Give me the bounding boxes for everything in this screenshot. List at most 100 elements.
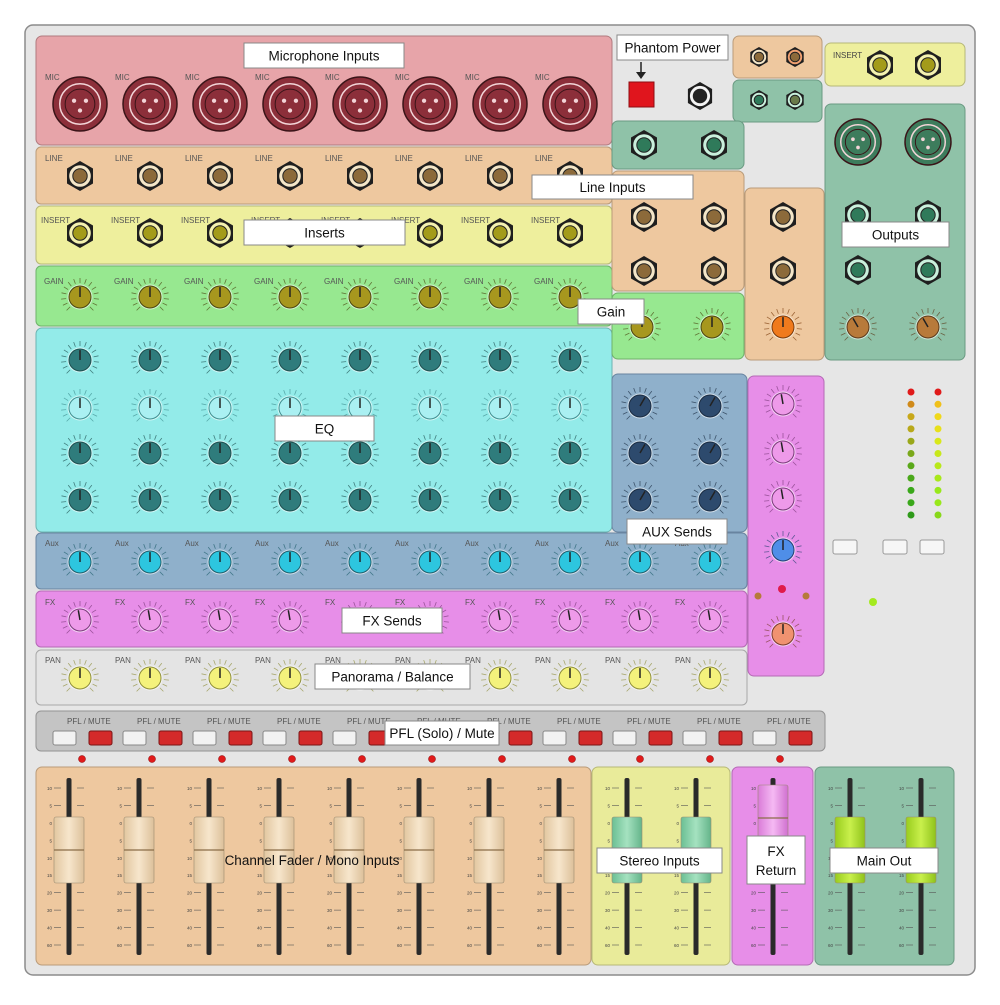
gain-knob-7[interactable] [481, 278, 519, 311]
line-input-jack-7[interactable] [487, 161, 513, 191]
gain-knob-4[interactable] [271, 278, 309, 311]
xlr-mic-input-2[interactable] [122, 76, 178, 132]
aux-master-knob-4[interactable] [691, 434, 729, 467]
eq-knob-band1-ch2[interactable] [131, 341, 169, 374]
eq-knob-band2-ch8[interactable] [551, 389, 589, 422]
pan-knob-2[interactable] [131, 659, 169, 692]
pan-knob-3[interactable] [201, 659, 239, 692]
return-jack-b-right[interactable] [786, 90, 804, 110]
fx-master-knob-3[interactable] [764, 480, 802, 513]
stereo-line-jack-2[interactable] [701, 202, 727, 232]
aux-master-knob-1[interactable] [621, 387, 659, 420]
eq-knob-band2-ch2[interactable] [131, 389, 169, 422]
pan-knob-10[interactable] [691, 659, 729, 692]
output-level-knob-2[interactable] [909, 308, 947, 341]
fx-send-knob-7[interactable] [481, 601, 519, 634]
fx-send-knob-10[interactable] [691, 601, 729, 634]
gain-knob-3[interactable] [201, 278, 239, 311]
stereo-line-jack-3[interactable] [631, 256, 657, 286]
line-input-jack-3[interactable] [207, 161, 233, 191]
meter-select-button-2[interactable] [882, 539, 908, 555]
fx-master-knob-4[interactable] [764, 531, 802, 564]
mute-button-11[interactable] [788, 730, 813, 746]
aux-send-knob-10[interactable] [691, 543, 729, 576]
output-jack-4[interactable] [915, 255, 941, 285]
xlr-mic-input-8[interactable] [542, 76, 598, 132]
return-jack-a-left[interactable] [750, 47, 768, 67]
eq-knob-band3-ch7[interactable] [481, 434, 519, 467]
mute-button-4[interactable] [298, 730, 323, 746]
pfl-button-1[interactable] [52, 730, 77, 746]
xlr-mic-input-7[interactable] [472, 76, 528, 132]
aux-send-knob-9[interactable] [621, 543, 659, 576]
mute-button-8[interactable] [578, 730, 603, 746]
gain-knob-6[interactable] [411, 278, 449, 311]
insert-jack-3[interactable] [207, 218, 233, 248]
aux-send-knob-4[interactable] [271, 543, 309, 576]
line-input-jack-1[interactable] [67, 161, 93, 191]
main-xlr-output-right[interactable] [904, 118, 952, 166]
eq-knob-band4-ch1[interactable] [61, 481, 99, 514]
aux-send-knob-3[interactable] [201, 543, 239, 576]
mute-button-9[interactable] [648, 730, 673, 746]
eq-knob-band1-ch7[interactable] [481, 341, 519, 374]
line-input-jack-4[interactable] [277, 161, 303, 191]
stereo-line-jack-1[interactable] [631, 202, 657, 232]
pan-knob-7[interactable] [481, 659, 519, 692]
phantom-jack[interactable] [687, 82, 713, 110]
pfl-button-4[interactable] [262, 730, 287, 746]
eq-knob-band3-ch8[interactable] [551, 434, 589, 467]
return-jack-b-left[interactable] [750, 90, 768, 110]
eq-knob-band2-ch6[interactable] [411, 389, 449, 422]
fx-master-knob-1[interactable] [764, 385, 802, 418]
fx-master-knob-2[interactable] [764, 433, 802, 466]
aux-send-knob-2[interactable] [131, 543, 169, 576]
fx-return-line-jack-1[interactable] [770, 202, 796, 232]
fx-send-knob-8[interactable] [551, 601, 589, 634]
fx-return-gain-knob[interactable] [764, 308, 802, 341]
line-input-jack-2[interactable] [137, 161, 163, 191]
eq-knob-band1-ch6[interactable] [411, 341, 449, 374]
aux-master-knob-5[interactable] [621, 481, 659, 514]
pfl-button-9[interactable] [612, 730, 637, 746]
meter-select-button-1[interactable] [832, 539, 858, 555]
xlr-mic-input-4[interactable] [262, 76, 318, 132]
insert-jack-6[interactable] [417, 218, 443, 248]
eq-knob-band3-ch6[interactable] [411, 434, 449, 467]
fx-return-line-jack-2[interactable] [770, 256, 796, 286]
xlr-mic-input-3[interactable] [192, 76, 248, 132]
line-input-jack-5[interactable] [347, 161, 373, 191]
xlr-mic-input-1[interactable] [52, 76, 108, 132]
aux-send-knob-1[interactable] [61, 543, 99, 576]
fx-master-knob-5[interactable] [764, 615, 802, 648]
fx-send-knob-9[interactable] [621, 601, 659, 634]
pan-knob-9[interactable] [621, 659, 659, 692]
gain-knob-2[interactable] [131, 278, 169, 311]
insert-jack-8[interactable] [557, 218, 583, 248]
eq-knob-band3-ch1[interactable] [61, 434, 99, 467]
line-input-jack-6[interactable] [417, 161, 443, 191]
main-insert-jack-right[interactable] [915, 50, 941, 80]
eq-knob-band4-ch5[interactable] [341, 481, 379, 514]
pan-knob-4[interactable] [271, 659, 309, 692]
mute-button-10[interactable] [718, 730, 743, 746]
aux-send-knob-7[interactable] [481, 543, 519, 576]
eq-knob-band1-ch8[interactable] [551, 341, 589, 374]
phantom-power-switch[interactable] [628, 81, 655, 108]
mute-button-7[interactable] [508, 730, 533, 746]
fx-send-knob-3[interactable] [201, 601, 239, 634]
eq-knob-band1-ch1[interactable] [61, 341, 99, 374]
eq-knob-band1-ch3[interactable] [201, 341, 239, 374]
meter-select-button-3[interactable] [919, 539, 945, 555]
mute-button-1[interactable] [88, 730, 113, 746]
stereo-jack-green-left[interactable] [631, 130, 657, 160]
pan-knob-8[interactable] [551, 659, 589, 692]
eq-knob-band4-ch3[interactable] [201, 481, 239, 514]
